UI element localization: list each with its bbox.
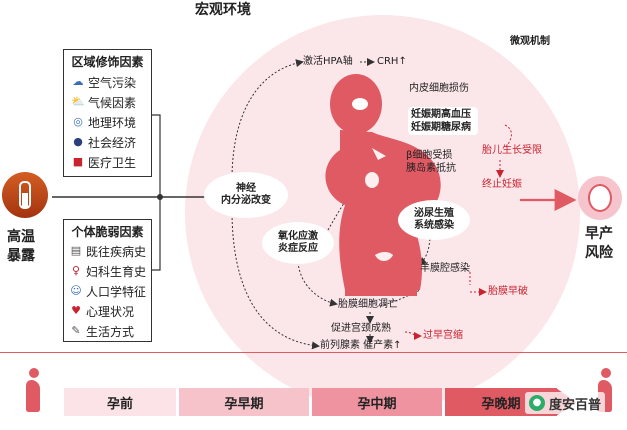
- individual-item: ♥心理状况: [69, 301, 151, 321]
- termination-label: 终止妊娠: [482, 179, 522, 190]
- individual-factors-title: 个体脆弱因素: [71, 225, 144, 239]
- lifestyle-icon: ✎: [71, 324, 81, 337]
- regional-item: ◎地理环境: [71, 112, 151, 132]
- regional-item: ●社会经济: [71, 132, 151, 152]
- timeline-pre-pregnancy: 孕前: [64, 388, 176, 416]
- hpa-label: 激活HPA轴: [303, 56, 353, 67]
- regional-item: ⛅气候因素: [71, 95, 137, 110]
- regional-item: ☁空气污染: [72, 75, 137, 90]
- urogenital-infection-oval: 泌尿生殖系统感染: [398, 200, 470, 240]
- regional-item: ■医疗卫生: [72, 155, 137, 170]
- gest-diabetes-label: 妊娠期糖尿病: [411, 122, 471, 133]
- fetal-growth-label: 胎儿生长受限: [482, 145, 542, 156]
- mechanism-label: 微观机制: [510, 36, 550, 47]
- gest-hypertension-label: 妊娠期高血压: [411, 109, 471, 120]
- timeline-mid: 孕中期: [312, 388, 442, 416]
- gestational-disease-box: [408, 107, 478, 135]
- crh-label: CRH↑: [377, 56, 407, 67]
- cervical-ripening-label: 促进宫颈成熟: [331, 323, 391, 334]
- contraction-label: 过早宫缩: [423, 330, 463, 341]
- people-icon: ☺: [70, 284, 82, 297]
- amnion-infection-label: 羊膜腔感染: [420, 263, 470, 274]
- regional-factors-box: 区域修饰因素 ☁空气污染 ⛅气候因素 ◎地理环境 ●社会经济 ■医疗卫生: [63, 49, 152, 177]
- outcome-line1: 早产: [585, 226, 613, 242]
- outcome-line2: 风险: [585, 245, 613, 261]
- individual-item: ✎生活方式: [69, 321, 151, 341]
- individual-item: ▤既往疾病史: [70, 244, 147, 259]
- heart-hands-icon: ♥: [71, 304, 81, 317]
- individual-factors-box: 个体脆弱因素 ▤既往疾病史 ♀妇科生育史 ☺人口学特征 ♥心理状况 ✎生活方式: [63, 219, 152, 342]
- fetus-icon: [578, 176, 622, 220]
- neuroendocrine-oval: 神经内分泌改变: [204, 172, 288, 218]
- regional-factors-title: 区域修饰因素: [71, 55, 144, 69]
- cloud-icon: ☁: [72, 75, 84, 88]
- watermark: ● 度安百普: [525, 392, 606, 414]
- pregnancy-icon: ♀: [71, 264, 81, 277]
- endothelial-label: 内皮细胞损伤: [409, 83, 469, 94]
- money-bag-icon: ●: [73, 135, 83, 148]
- medical-record-icon: ▤: [70, 244, 82, 257]
- globe-icon: ◎: [73, 115, 83, 128]
- wechat-logo-icon: ●: [529, 395, 545, 411]
- timeline-early: 孕早期: [179, 388, 309, 416]
- individual-item: ☺人口学特征: [70, 284, 147, 299]
- medical-kit-icon: ■: [72, 155, 84, 168]
- timeline-baseline: [0, 352, 627, 353]
- membrane-rupture-label: 胎膜早破: [488, 286, 528, 297]
- oxidative-stress-oval: 氧化应激炎症反应: [262, 222, 334, 264]
- diagram-title: 宏观环境: [195, 2, 251, 18]
- individual-item: ♀妇科生育史: [69, 261, 151, 281]
- pregnant-woman-icon-start: [26, 368, 44, 416]
- beta-cell-label: β细胞受损: [406, 150, 453, 161]
- exposure-line1: 高温: [7, 229, 35, 245]
- thermometer-icon: [2, 172, 48, 218]
- weather-icon: ⛅: [71, 95, 85, 108]
- insulin-resistance-label: 胰岛素抵抗: [406, 163, 456, 174]
- membrane-apoptosis-label: 胎膜细胞凋亡: [338, 299, 398, 310]
- exposure-line2: 暴露: [7, 248, 35, 264]
- prostaglandin-label: 前列腺素 催产素↑: [320, 340, 402, 351]
